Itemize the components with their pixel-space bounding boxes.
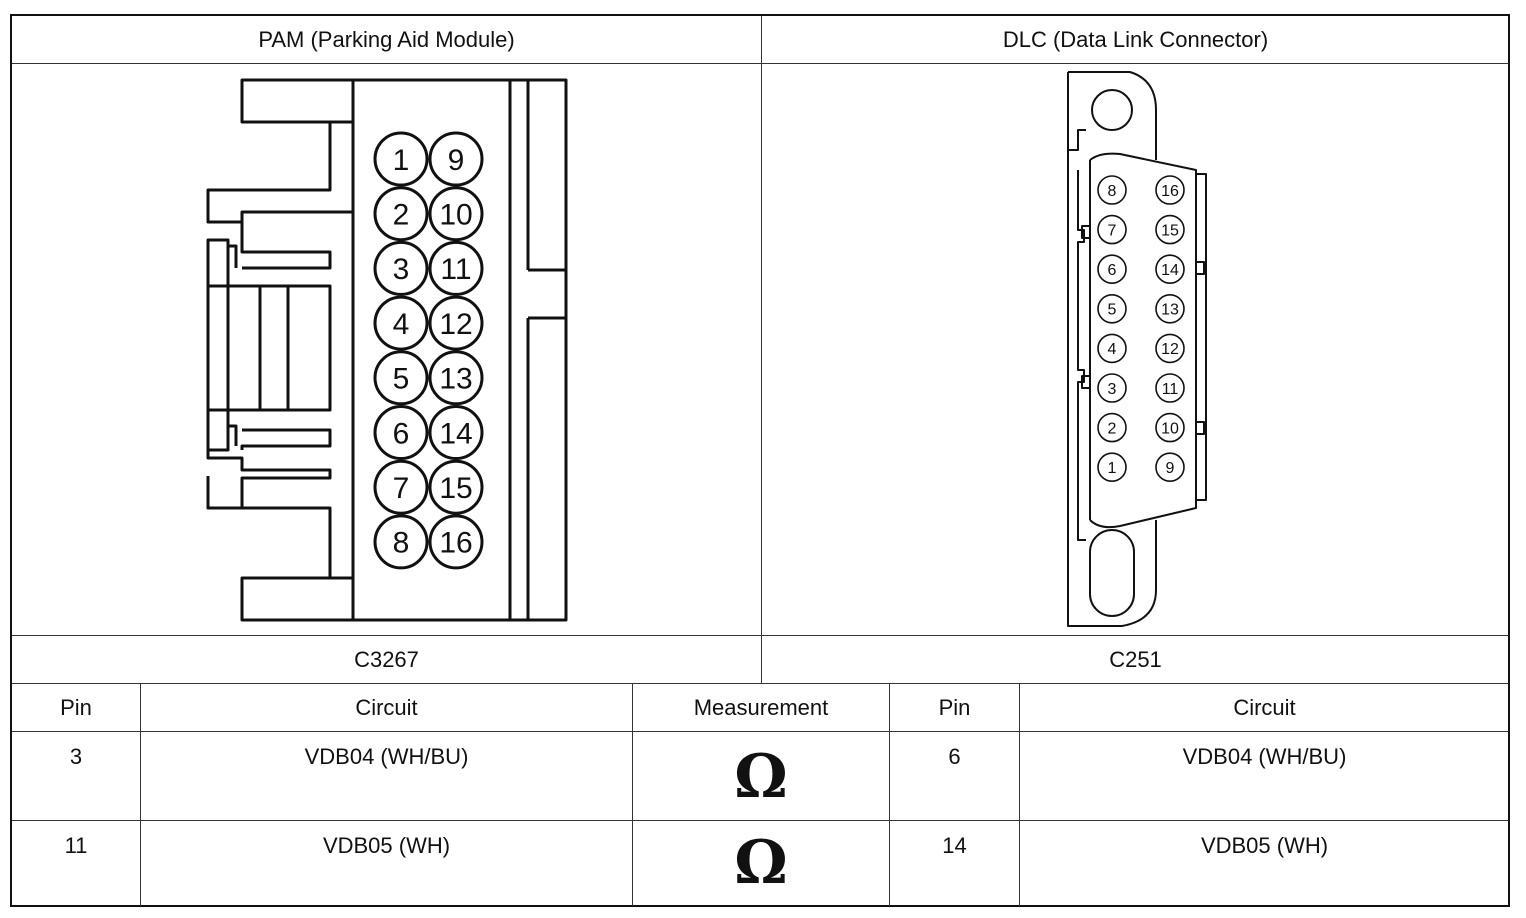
pin-circle xyxy=(373,186,429,242)
divider xyxy=(1019,684,1020,906)
pin-number-label: 5 xyxy=(1108,302,1117,319)
pin-circle xyxy=(428,131,484,187)
pin-number-label: 2 xyxy=(393,199,410,232)
pin-number-label: 13 xyxy=(1161,302,1179,319)
pin-number-label: 6 xyxy=(1108,262,1117,279)
pin-number-label: 1 xyxy=(393,144,410,177)
pin-number-label: 11 xyxy=(1162,381,1179,398)
table-cell-circuit: VDB05 (WH) xyxy=(322,833,451,858)
pin-circle xyxy=(428,514,484,570)
divider xyxy=(889,684,890,906)
pin-circle xyxy=(428,240,484,296)
pin-number-label: 7 xyxy=(393,472,410,505)
pin-circle xyxy=(1155,373,1185,403)
pin-circle xyxy=(373,514,429,570)
pin-circle xyxy=(1097,373,1127,403)
pin-number-label: 16 xyxy=(439,527,472,560)
table-cell-pin: 6 xyxy=(948,744,961,769)
table-header-pin: Pin xyxy=(938,694,971,720)
pin-number-label: 5 xyxy=(393,363,410,396)
pin-number-label: 8 xyxy=(393,527,410,560)
pin-circle xyxy=(428,350,484,406)
table-header-circuit: Circuit xyxy=(1233,694,1296,720)
divider xyxy=(632,684,633,906)
pin-circle xyxy=(1155,412,1185,443)
pin-number-label: 3 xyxy=(393,253,410,286)
pin-number-label: 14 xyxy=(1161,262,1179,279)
pin-circle xyxy=(1097,214,1127,245)
connector-diagram-frame xyxy=(10,14,1510,907)
table-cell-circuit: VDB04 (WH/BU) xyxy=(1182,744,1347,769)
table-header-pin: Pin xyxy=(60,694,92,720)
divider xyxy=(761,16,762,684)
pin-circle xyxy=(428,459,484,515)
pin-number-label: 15 xyxy=(1161,222,1179,239)
divider xyxy=(12,63,1509,64)
table-cell-circuit: VDB04 (WH/BU) xyxy=(304,744,469,769)
pin-number-label: 1 xyxy=(1108,460,1117,477)
pin-circle xyxy=(1097,333,1127,364)
pin-circle xyxy=(1097,175,1127,205)
table-cell-pin: 14 xyxy=(942,833,967,858)
pin-circle xyxy=(373,295,429,351)
divider xyxy=(12,635,1509,636)
pin-number-label: 12 xyxy=(439,308,472,341)
pin-circle xyxy=(373,240,429,296)
pin-number-label: 13 xyxy=(439,363,472,396)
pin-circle xyxy=(373,405,429,460)
pin-number-label: 8 xyxy=(1108,183,1117,200)
ohm-icon: Ω xyxy=(734,828,788,898)
dlc-connector-id: C251 xyxy=(1109,646,1162,672)
pin-number-label: 9 xyxy=(1166,460,1175,477)
pin-number-label: 11 xyxy=(440,253,471,286)
pin-circle xyxy=(1155,254,1185,284)
pin-number-label: 4 xyxy=(1108,341,1117,358)
pin-circle xyxy=(373,459,429,515)
dlc-connector-diagram: 8 7 6 5 4 3 2 1 16 15 14 13 12 11 10 9 xyxy=(1067,71,1207,627)
pin-circle xyxy=(1097,294,1127,324)
table-header-measurement: Measurement xyxy=(693,694,829,720)
pin-circle xyxy=(373,131,429,187)
divider xyxy=(12,820,1509,821)
pin-circle xyxy=(1097,254,1127,284)
divider xyxy=(140,684,141,906)
pin-circle xyxy=(1155,294,1185,324)
pin-circle xyxy=(1155,175,1185,205)
pin-number-label: 3 xyxy=(1108,381,1117,398)
pin-number-label: 7 xyxy=(1108,222,1117,239)
table-cell-pin: 11 xyxy=(64,833,88,858)
pin-circle xyxy=(428,405,484,460)
pin-circle xyxy=(1155,214,1185,245)
dlc-header: DLC (Data Link Connector) xyxy=(1002,26,1269,52)
table-cell-pin: 3 xyxy=(69,744,83,769)
pin-number-label: 2 xyxy=(1108,420,1117,437)
divider xyxy=(12,683,1509,684)
pin-number-label: 14 xyxy=(439,417,472,450)
pin-circle xyxy=(1155,452,1185,483)
pam-connector-id: C3267 xyxy=(354,646,419,672)
pin-number-label: 12 xyxy=(1161,341,1179,358)
pin-number-label: 9 xyxy=(448,144,465,177)
pin-circle xyxy=(1097,452,1127,483)
pin-number-label: 6 xyxy=(393,417,410,450)
pin-number-label: 10 xyxy=(1161,420,1179,437)
pin-circle xyxy=(373,350,429,406)
divider xyxy=(12,731,1509,732)
pin-number-label: 10 xyxy=(439,199,472,232)
pin-number-label: 15 xyxy=(439,472,472,505)
table-cell-circuit: VDB05 (WH) xyxy=(1200,833,1329,858)
pin-number-label: 4 xyxy=(393,308,410,341)
ohm-icon: Ω xyxy=(734,742,788,812)
pin-circle xyxy=(1097,412,1127,443)
table-header-circuit: Circuit xyxy=(355,694,418,720)
pin-circle xyxy=(1155,333,1185,364)
pin-number-label: 16 xyxy=(1161,183,1179,200)
pin-circle xyxy=(428,186,484,242)
pam-header: PAM (Parking Aid Module) xyxy=(258,26,515,52)
pin-circle xyxy=(428,295,484,351)
